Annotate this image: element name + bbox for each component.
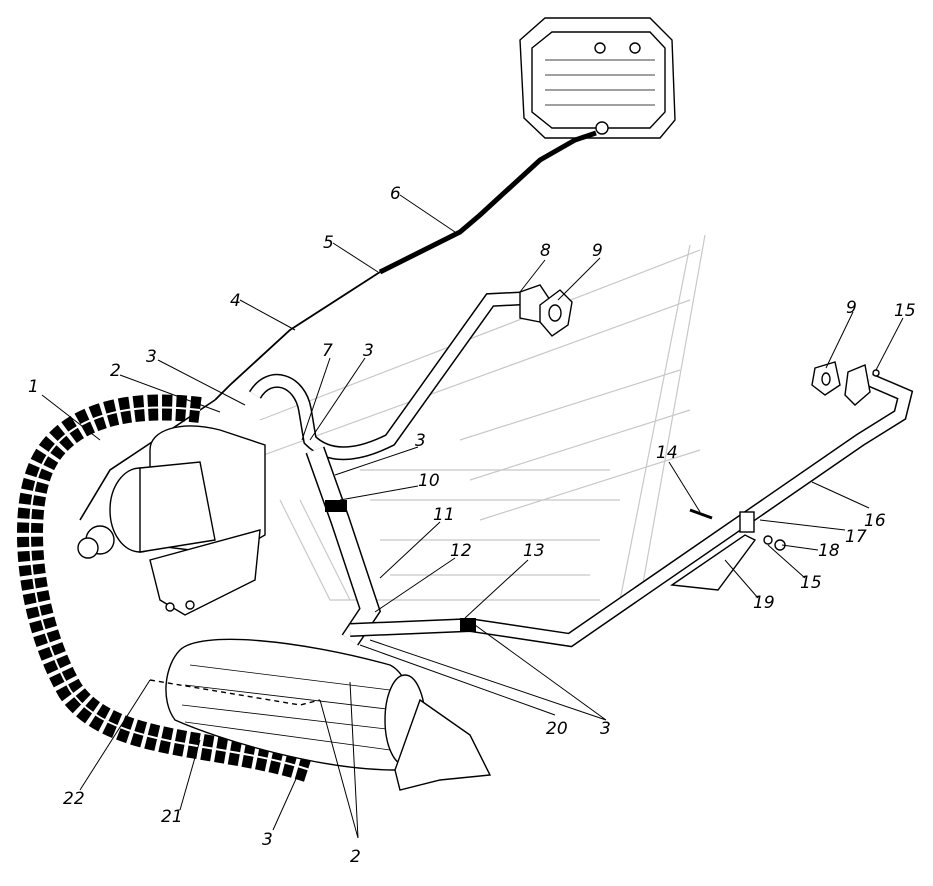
callout-18: 18 bbox=[818, 541, 840, 561]
callout-15-bottom: 15 bbox=[800, 573, 822, 593]
down-pipe bbox=[305, 446, 382, 646]
callout-2-heater: 2 bbox=[110, 361, 121, 381]
callout-13: 13 bbox=[523, 541, 545, 561]
bracket-parts bbox=[670, 369, 880, 591]
callout-3-downpipe: 3 bbox=[415, 431, 426, 451]
callout-9-left: 9 bbox=[592, 241, 603, 261]
fuel-tank bbox=[519, 17, 676, 139]
callout-3-longpipe: 3 bbox=[600, 719, 611, 739]
callout-17: 17 bbox=[845, 527, 867, 547]
leader-lines bbox=[41, 194, 904, 839]
callout-11: 11 bbox=[433, 505, 455, 525]
callout-3-hose: 3 bbox=[262, 830, 273, 850]
callout-21: 21 bbox=[161, 807, 183, 827]
callout-22: 22 bbox=[63, 789, 85, 809]
callout-5: 5 bbox=[323, 233, 334, 253]
callout-1: 1 bbox=[28, 377, 39, 397]
callout-9-right: 9 bbox=[846, 298, 857, 318]
callout-20: 20 bbox=[546, 719, 568, 739]
heater-unit bbox=[77, 425, 266, 616]
callout-7: 7 bbox=[322, 341, 333, 361]
callout-3-heater: 3 bbox=[146, 347, 157, 367]
callout-14: 14 bbox=[656, 443, 678, 463]
callout-4: 4 bbox=[230, 291, 241, 311]
callout-8: 8 bbox=[540, 241, 551, 261]
callout-16: 16 bbox=[864, 511, 886, 531]
callout-12: 12 bbox=[450, 541, 472, 561]
muffler bbox=[149, 638, 492, 791]
callout-labels: 1 2 2 3 3 3 3 3 4 5 6 7 8 9 9 10 11 12 1… bbox=[28, 184, 916, 867]
fuel-line bbox=[79, 130, 597, 521]
corrugated-hose bbox=[17, 394, 315, 783]
callout-2-muffler: 2 bbox=[350, 847, 361, 867]
callout-6: 6 bbox=[390, 184, 401, 204]
callout-19: 19 bbox=[753, 593, 775, 613]
callout-10: 10 bbox=[418, 471, 440, 491]
callout-3-pipe: 3 bbox=[363, 341, 374, 361]
watermark bbox=[249, 234, 706, 601]
exhaust-pipe bbox=[249, 284, 573, 461]
long-pipe bbox=[349, 361, 914, 648]
callout-15-top: 15 bbox=[894, 301, 916, 321]
